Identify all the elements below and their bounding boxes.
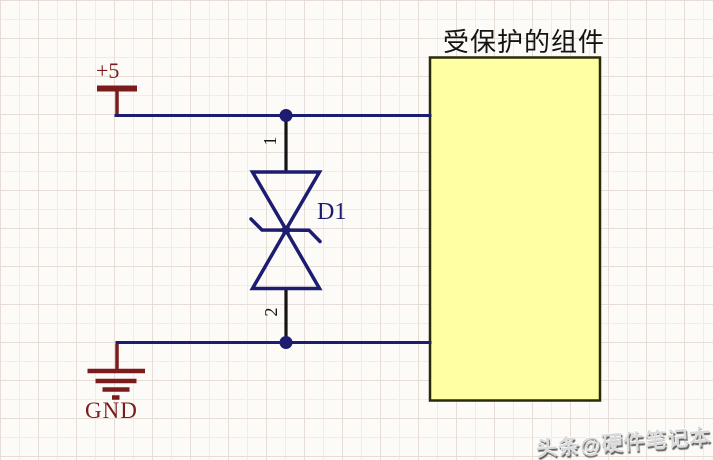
junction-dot-top xyxy=(279,109,293,122)
protected-component-box xyxy=(428,56,602,402)
diode-triangle-top xyxy=(249,170,323,233)
pin-number-2: 2 xyxy=(261,307,281,317)
gnd-net-label: GND xyxy=(85,398,138,423)
wire-group xyxy=(114,114,432,344)
diode-triangle-bottom xyxy=(249,227,323,291)
tvs-diode-symbol xyxy=(249,170,323,291)
diode-center-dot xyxy=(281,225,291,235)
power-symbol-group xyxy=(87,85,145,400)
power-net-label: +5 xyxy=(96,58,120,83)
pin-number-1: 1 xyxy=(260,136,280,146)
junction-dots xyxy=(279,109,293,349)
diode-designator: D1 xyxy=(317,199,347,225)
junction-dot-bottom xyxy=(279,336,293,349)
protected-component-title: 受保护的组件 xyxy=(443,27,606,57)
